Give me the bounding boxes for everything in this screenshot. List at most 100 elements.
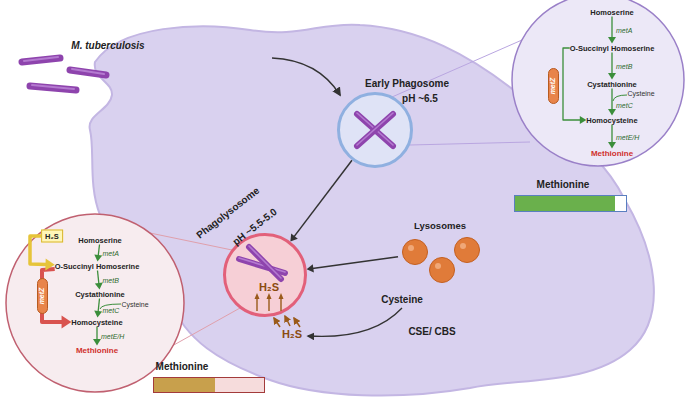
vesicle-outline [337,92,413,168]
arrowhead [93,339,101,346]
node-text: metZ [549,78,557,95]
bacterium-shine [249,246,281,278]
arrowhead [608,73,616,80]
lysosome-shine [408,245,414,251]
pathway-arrow [96,327,97,340]
arrowhead [608,142,616,149]
level-bar: Methionine [514,195,627,212]
node-text: O-Succinyl Homoserine [55,262,140,271]
node-text: pH ~6.5 [402,93,438,105]
bacterium-rod [70,70,106,75]
uptake-arrow [272,58,340,95]
metabolite: Cystathionine [587,80,637,89]
node-text: Early Phagosome [365,78,449,90]
node-text: Cystathionine [75,290,125,299]
metabolite: Homocysteine [71,318,122,327]
bacterium-shine [24,57,58,61]
node-text: Homocysteine [586,116,637,125]
enzyme-label: metC [616,102,633,110]
arrow-tip [279,293,284,299]
bacterium-shine [32,85,74,89]
arrowhead [94,255,102,262]
h2s-flux-arrow [256,298,257,311]
enzyme-label: metB [103,277,119,285]
text-label: Cysteine [121,300,148,309]
bacterium-rod [357,114,393,146]
arrow-tip [255,293,260,299]
text-label: Cysteine [627,89,654,98]
arrowhead [290,234,297,242]
text-label: Cysteine [381,294,423,306]
lysosome [455,238,480,263]
lysosome [403,240,428,265]
h2s-box: H₂S [41,230,63,243]
level-bar: Methionine [153,377,265,393]
arrowhead [62,316,72,329]
node-text: Cystathionine [587,80,637,89]
zoom-line [410,142,530,145]
h2s-flux-arrow [294,318,300,327]
node-text: metZ [38,288,46,305]
pathway-arrow [611,89,612,110]
node-text: Homoserine [78,236,121,245]
arrowhead [307,264,314,272]
level-fill [154,378,215,392]
node-text: Homocysteine [71,318,122,327]
pathway-arrow [611,17,612,38]
pathway-arrow [312,257,398,269]
pathway-arrow [611,125,612,143]
pathway-arrow [98,271,99,285]
pathway-arrow [563,48,581,120]
enzyme-label: metA [103,250,119,258]
cosubstrate-curve [613,95,627,101]
lysosome-shine [460,243,466,249]
level-fill [515,196,615,211]
pathway-arrow [294,160,352,237]
metabolite: Homoserine [590,8,633,17]
h2s-flux-arrow [268,298,269,311]
early-phagosome: Early PhagosomepH ~6.5 [337,92,413,168]
node-text: Methionine [591,149,633,158]
enzyme-label: metE/H [101,333,124,341]
text-label: CSE/ CBS [408,326,455,338]
h2s-flux-arrow [280,298,281,311]
text-label: H₂S [282,328,302,340]
metabolite: Methionine [591,149,633,158]
metabolite: Cystathionine [75,290,125,299]
enzyme-label: metB [616,63,632,71]
metabolite: Homoserine [78,236,121,245]
arrowhead [580,116,587,124]
node-text: Lysosomes [414,220,466,232]
metabolite: O-Succinyl Homoserine [570,44,655,53]
enzyme-label: metE/H [616,134,639,142]
enzyme-capsule: metZ [548,68,559,104]
h2s-flux-arrow [274,318,280,327]
arrowhead [608,37,616,44]
node-text: Methionine [156,361,209,373]
bacterium-shine [72,69,104,74]
bacterium-shine [357,113,393,145]
arrowhead [45,259,54,271]
enzyme-label: metA [616,27,632,35]
enzyme-label: metC [103,307,120,315]
text-label: M. tuberculosis [71,40,144,52]
node-text: Methionine [537,179,590,191]
bacterium-rod [249,247,281,279]
bacterium-rod [30,86,76,90]
lysosome [430,258,455,283]
lysosome-group: Lysosomes [398,220,482,282]
lysosome-shine [435,263,441,269]
node-text: Methionine [76,346,118,355]
inset-circle [512,0,684,166]
metabolite: O-Succinyl Homoserine [55,262,140,271]
enzyme-arrow [308,308,402,336]
node-text: H₂S [259,281,279,293]
metabolite: Methionine [76,346,118,355]
node-text: H₂S [45,232,59,241]
vesicle-membrane [339,94,412,167]
pathway-arrow [98,299,99,313]
arrowhead [94,311,102,318]
h2s-flux-arrow [285,316,290,326]
bacterium-rod [22,58,60,62]
